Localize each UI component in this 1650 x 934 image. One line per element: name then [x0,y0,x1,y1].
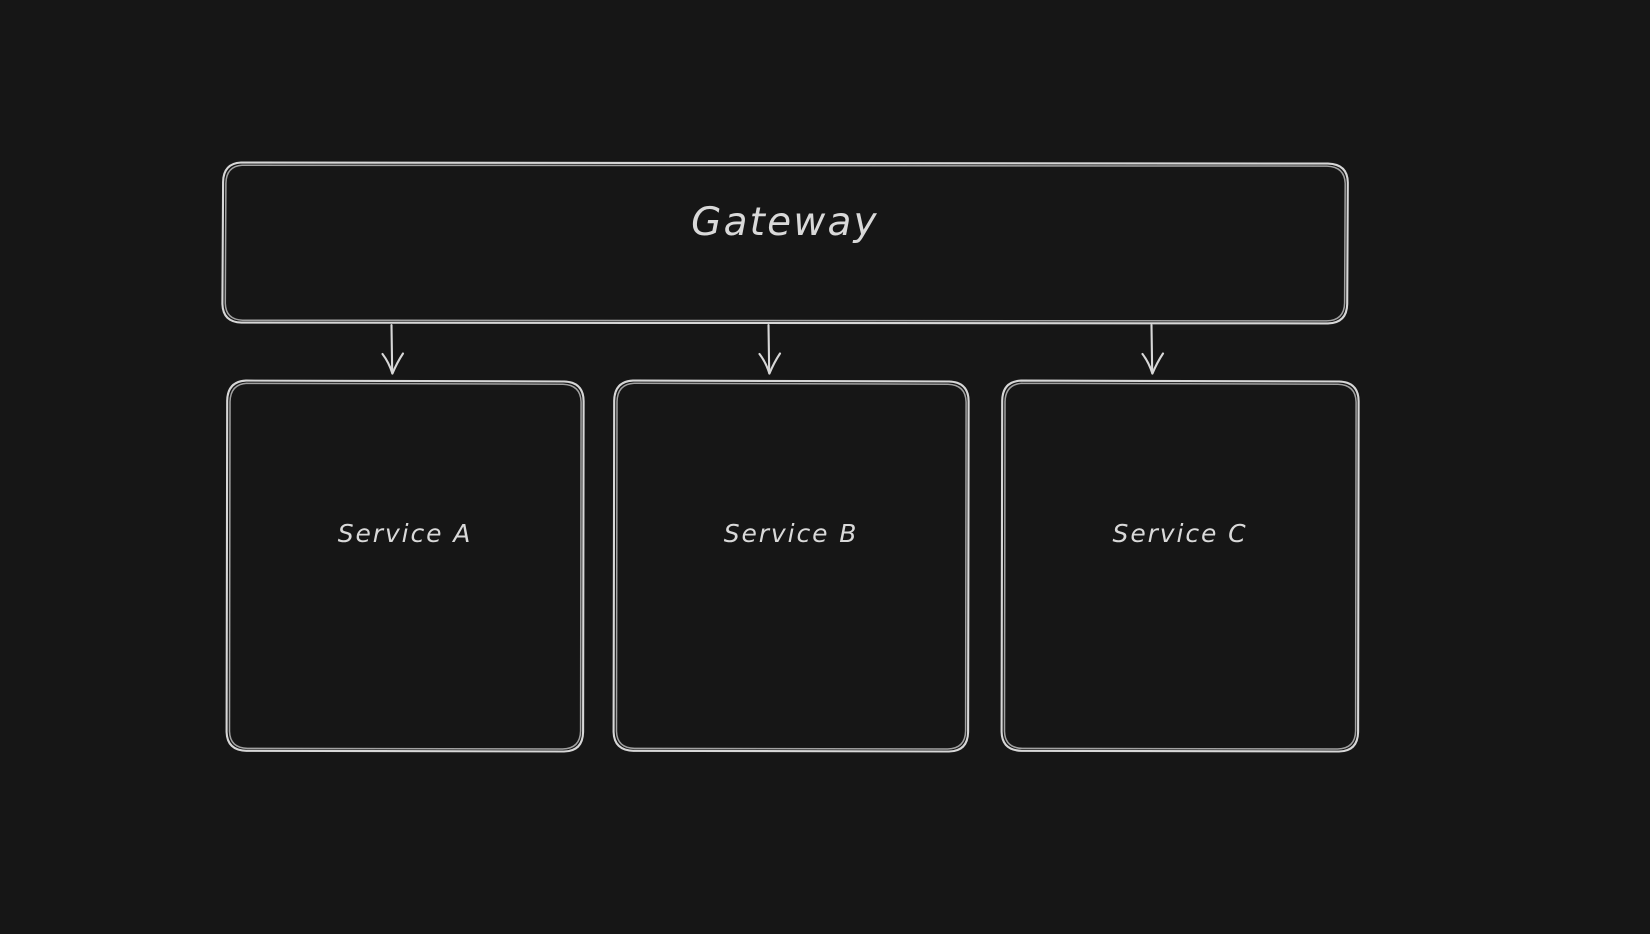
gateway-node[interactable]: Gateway [220,160,1350,326]
service-a-node[interactable]: Service A [224,378,586,754]
service-a-box-outline [225,379,585,753]
arrow-gateway-to-service-a [381,323,405,375]
arrow-gateway-to-service-b [758,323,782,375]
service-c-node[interactable]: Service C [999,378,1361,754]
service-c-box-outline [1000,379,1360,753]
gateway-box-outline [221,161,1349,325]
arrow-gateway-to-service-c [1141,323,1165,375]
service-b-box-outline [612,379,970,753]
service-b-node[interactable]: Service B [611,378,971,754]
